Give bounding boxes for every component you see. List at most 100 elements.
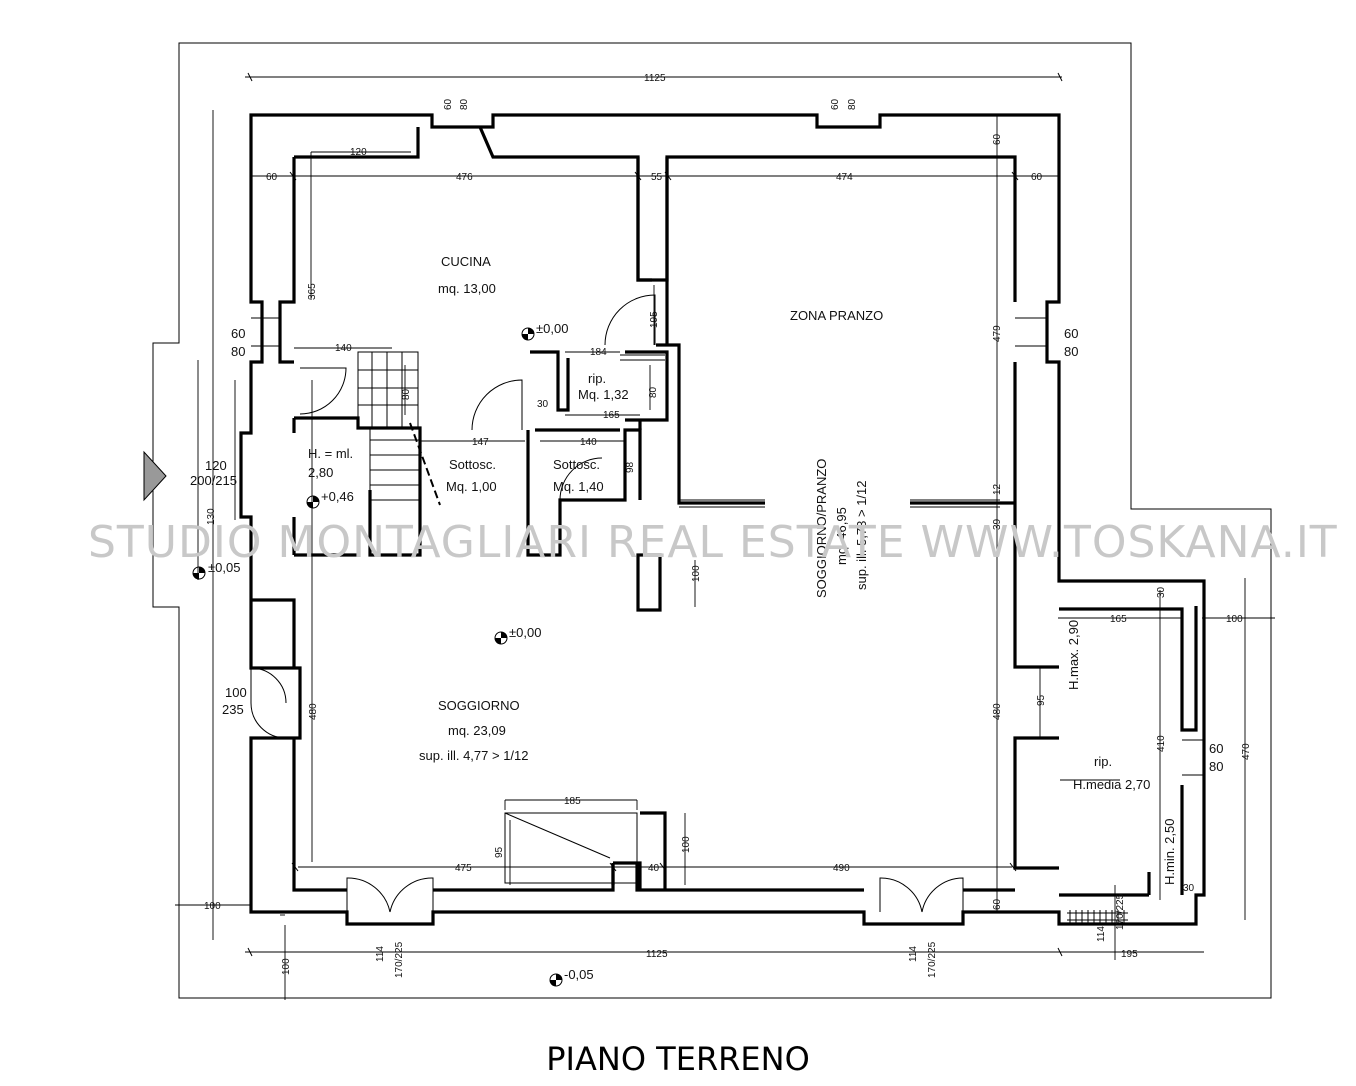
level-label: ±0,00	[509, 625, 541, 640]
dim-label: 60	[992, 133, 1003, 145]
room-sottosc1-area: Mq. 1,00	[446, 479, 497, 494]
dim-label: 480	[308, 703, 319, 720]
room-soggiorno-pranzo-ill: sup. ill. 5,73 > 1/12	[854, 481, 869, 591]
room-rip2-hmax: H.max. 2,90	[1066, 620, 1081, 690]
dim-label: 80	[847, 98, 858, 110]
room-cucina-name: CUCINA	[441, 254, 491, 269]
dimension-lines	[175, 76, 1275, 1000]
dim-label: 490	[833, 863, 850, 874]
dim-label: 130	[206, 508, 217, 525]
dim-label: 120	[205, 458, 227, 473]
dim-label: 30	[1156, 586, 1167, 598]
dim-label: 235	[222, 702, 244, 717]
dim-label: 195	[1121, 949, 1138, 960]
dim-label: 100	[225, 685, 247, 700]
dim-label: 476	[456, 172, 473, 183]
windows	[251, 126, 1204, 776]
dim-label: 80	[401, 388, 412, 400]
room-soggiorno-pranzo-area: mq. 46,95	[834, 507, 849, 565]
room-soggiorno-name: SOGGIORNO	[438, 698, 520, 713]
dim-label: 60	[992, 898, 1003, 910]
dim-label: 140	[580, 437, 597, 448]
dim-label: 114	[1096, 926, 1107, 942]
level-label: ±0,00	[536, 321, 568, 336]
dimension-ticks	[247, 72, 1063, 957]
dim-label: 170/225	[394, 941, 405, 978]
room-sottosc2-area: Mq. 1,40	[553, 479, 604, 494]
dim-label: 55	[651, 172, 663, 183]
dim-label: 60	[830, 98, 841, 110]
sliding-doors	[620, 354, 1000, 508]
dim-label: 140	[335, 343, 352, 354]
dim-label: 184	[590, 347, 607, 358]
level-marker-icon	[192, 327, 563, 987]
level-label: -0,05	[564, 967, 594, 982]
dim-label: 100	[691, 565, 702, 582]
dim-label: 100	[1226, 614, 1243, 625]
dim-label: 60	[1031, 172, 1043, 183]
dim-label: 470	[1241, 743, 1252, 760]
room-cucina-area: mq. 13,00	[438, 281, 496, 296]
room-pranzo-name: ZONA PRANZO	[790, 308, 883, 323]
room-sottosc2-name: Sottosc.	[553, 457, 600, 472]
dim-label: 410	[1156, 735, 1167, 752]
dim-label: 40	[648, 863, 660, 874]
dim-label: 100	[681, 836, 692, 853]
dim-label: 170/225	[927, 941, 938, 978]
dim-label: 39	[992, 518, 1003, 530]
watermark: STUDIO MONTAGLIARI REAL ESTATE WWW.TOSKA…	[88, 517, 1338, 568]
dim-label: 147	[472, 437, 489, 448]
room-rip1-area: Mq. 1,32	[578, 387, 629, 402]
dim-label: 200/215	[190, 473, 237, 488]
entrance-arrow-icon	[143, 450, 167, 502]
site-boundary	[152, 42, 1272, 999]
dim-label: 165	[1110, 614, 1127, 625]
dim-label: 80	[459, 98, 470, 110]
level-label: ±0,05	[208, 560, 240, 575]
dimension-labels: 1125 1125 60 80 60 80 120 60 476 55 474 …	[190, 73, 1252, 978]
room-soggiorno-ill: sup. ill. 4,77 > 1/12	[419, 748, 529, 763]
doors	[250, 294, 964, 913]
dim-label: 60	[266, 172, 278, 183]
dim-label: 60	[1209, 741, 1223, 756]
dim-label: 60	[231, 326, 245, 341]
dim-label: 95	[1036, 694, 1047, 706]
dim-label: 30	[537, 399, 549, 410]
dim-label: 475	[455, 863, 472, 874]
dim-label: 120	[350, 147, 367, 158]
room-soggiorno-area: mq. 23,09	[448, 723, 506, 738]
dim-label: 80	[1064, 344, 1078, 359]
dim-label: 1125	[646, 949, 668, 960]
dim-label: 80	[1209, 759, 1223, 774]
dim-label: 1125	[644, 73, 666, 84]
dim-label: 100	[204, 901, 221, 912]
room-rip1-name: rip.	[588, 371, 606, 386]
dim-label: 474	[836, 172, 853, 183]
room-rip2-name: rip.	[1094, 754, 1112, 769]
room-soggiorno-pranzo-name: SOGGIORNO/PRANZO	[814, 459, 829, 598]
dim-label: 12	[992, 483, 1003, 495]
height-label: H. = ml.	[308, 446, 353, 461]
dim-label: 60	[1064, 326, 1078, 341]
dim-label: 80	[231, 344, 245, 359]
dim-label: 95	[494, 846, 505, 858]
height-value: 2,80	[308, 465, 333, 480]
dim-label: 170/225	[1115, 893, 1126, 930]
dim-label: 195	[649, 311, 660, 328]
dim-label: 30	[1183, 883, 1195, 894]
dim-label: 98	[625, 461, 636, 473]
dim-label: 480	[992, 703, 1003, 720]
dim-label: 479	[992, 325, 1003, 342]
room-sottosc1-name: Sottosc.	[449, 457, 496, 472]
plan-title: PIANO TERRENO	[546, 1040, 810, 1078]
dim-label: 114	[375, 946, 386, 962]
stair-hatch	[1067, 910, 1128, 924]
dim-label: 100	[281, 958, 292, 975]
dim-label: 80	[648, 386, 659, 398]
dim-label: 114	[908, 946, 919, 962]
dim-label: 185	[564, 796, 581, 807]
level-label: +0,46	[321, 489, 354, 504]
dim-label: 365	[307, 283, 318, 300]
interior-walls	[294, 157, 1151, 897]
